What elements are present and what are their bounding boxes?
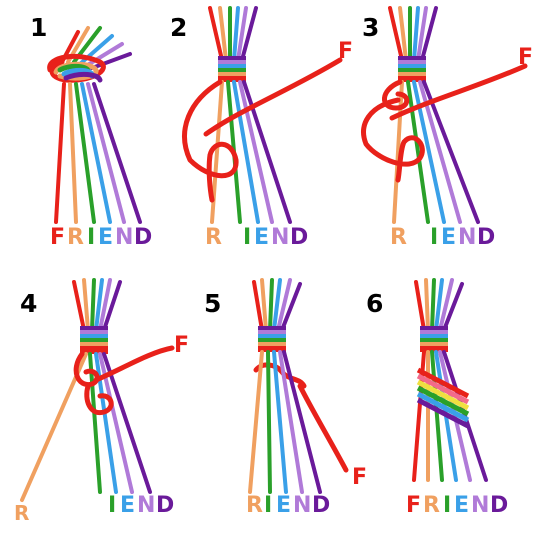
thread-orange <box>70 84 76 222</box>
step-number-2: 2 <box>170 13 187 42</box>
thread-red <box>56 84 64 222</box>
band-blue <box>420 334 448 338</box>
thread-top-green <box>432 280 434 330</box>
label-D: D <box>477 225 495 250</box>
label-F: F <box>518 45 533 70</box>
working-knot-red <box>256 365 304 386</box>
panel-3: 3 F R I E N D <box>362 8 533 250</box>
label-F: F <box>174 333 189 358</box>
label-R: R <box>67 225 84 250</box>
thread-orange <box>250 352 262 492</box>
label-I: I <box>443 493 451 518</box>
band-lilac <box>80 330 108 334</box>
panel-6: 6 F R I E N <box>366 280 508 518</box>
band-green <box>398 68 426 72</box>
band-orange <box>398 72 426 76</box>
label-E: E <box>441 225 456 250</box>
band-green <box>218 68 246 72</box>
thread-top-red <box>74 282 84 330</box>
label-D: D <box>312 493 330 518</box>
panel-1: 1 F R I E N D <box>30 13 152 250</box>
step-number-5: 5 <box>204 289 221 318</box>
band-lilac <box>420 330 448 334</box>
label-R: R <box>423 493 440 518</box>
label-R: R <box>246 493 263 518</box>
label-I: I <box>87 225 95 250</box>
band-orange <box>80 342 108 346</box>
panel-2: 2 F R I E N D <box>170 8 353 250</box>
band-green <box>80 338 108 342</box>
thread-top-green <box>270 280 272 330</box>
thread-top-green <box>92 280 94 330</box>
label-N: N <box>271 225 289 250</box>
thread-top-orange <box>426 280 428 330</box>
label-F: F <box>338 39 353 64</box>
label-N: N <box>293 493 311 518</box>
working-thread-red-tail <box>300 386 346 470</box>
label-E: E <box>98 225 113 250</box>
label-E: E <box>120 493 135 518</box>
band-green <box>258 338 286 342</box>
label-I: I <box>243 225 251 250</box>
band-purple <box>258 326 286 330</box>
band-lilac <box>258 330 286 334</box>
thread-top-red <box>416 282 424 330</box>
label-I: I <box>108 493 116 518</box>
band-orange <box>420 342 448 346</box>
band-blue <box>218 64 246 68</box>
label-I: I <box>430 225 438 250</box>
band-purple <box>218 56 246 60</box>
step-number-3: 3 <box>362 13 379 42</box>
step-number-1: 1 <box>30 13 47 42</box>
thread-top-orange <box>84 280 88 330</box>
band-orange <box>218 72 246 76</box>
label-E: E <box>276 493 291 518</box>
label-N: N <box>115 225 133 250</box>
label-F: F <box>406 493 421 518</box>
band-blue <box>80 334 108 338</box>
label-D: D <box>490 493 508 518</box>
thread-green <box>268 352 270 492</box>
label-F: F <box>352 465 367 490</box>
step-number-4: 4 <box>20 289 37 318</box>
label-F: F <box>50 225 65 250</box>
label-D: D <box>134 225 152 250</box>
label-R: R <box>205 225 222 250</box>
step-number-6: 6 <box>366 289 383 318</box>
label-E: E <box>254 225 269 250</box>
panel-5: 5 F R I E N D <box>204 280 367 518</box>
band-orange <box>258 342 286 346</box>
label-N: N <box>471 493 489 518</box>
label-D: D <box>290 225 308 250</box>
label-N: N <box>458 225 476 250</box>
band-purple <box>80 326 108 330</box>
label-D: D <box>156 493 174 518</box>
band-green <box>420 338 448 342</box>
band-blue <box>258 334 286 338</box>
band-purple <box>398 56 426 60</box>
label-N: N <box>137 493 155 518</box>
label-R: R <box>390 225 407 250</box>
label-E: E <box>454 493 469 518</box>
band-lilac <box>218 60 246 64</box>
band-lilac <box>398 60 426 64</box>
label-I: I <box>264 493 272 518</box>
band-blue <box>398 64 426 68</box>
panel-4: 4 F R I E N D <box>14 280 189 525</box>
label-R: R <box>14 501 29 525</box>
band-purple <box>420 326 448 330</box>
